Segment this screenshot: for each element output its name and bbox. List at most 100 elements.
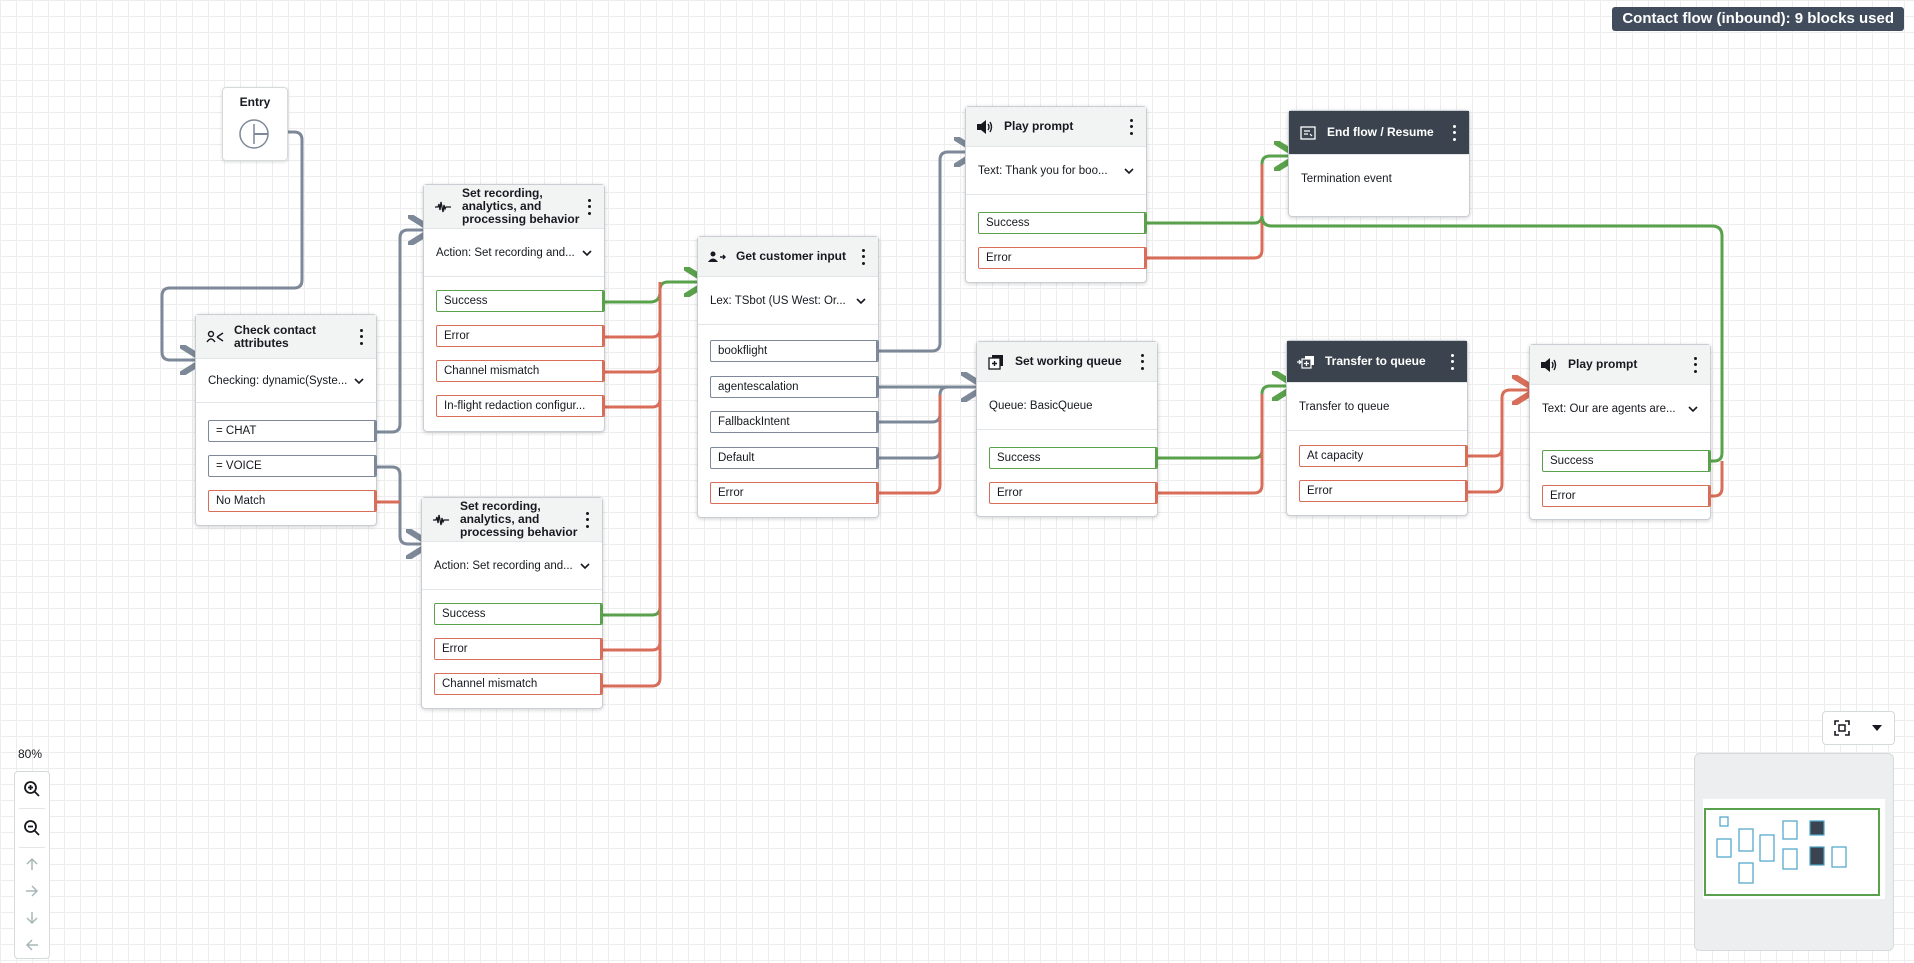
block-title: Check contact attributes	[234, 322, 317, 350]
zoom-in-icon[interactable]	[15, 774, 49, 804]
block-header: Set recording, analytics, and processing…	[424, 185, 604, 229]
branch-at-capacity[interactable]: At capacity	[1299, 445, 1468, 467]
block-check-contact-attributes[interactable]: Check contact attributes Checking: dynam…	[195, 314, 377, 526]
block-subtitle-row[interactable]: Text: Thank you for boo...	[966, 147, 1146, 195]
queue-add-icon	[987, 353, 1005, 371]
people-input-icon	[708, 248, 726, 266]
block-subtitle: Queue: BasicQueue	[989, 399, 1093, 412]
branch-agentescalation[interactable]: agentescalation	[710, 376, 879, 398]
more-options-icon[interactable]	[1688, 355, 1702, 375]
block-set-recording-chat[interactable]: Set recording, analytics, and processing…	[423, 184, 605, 432]
block-header: Play prompt	[966, 107, 1146, 147]
block-subtitle-row: Queue: BasicQueue	[977, 382, 1157, 430]
block-set-recording-voice[interactable]: Set recording, analytics, and processing…	[421, 497, 603, 709]
arrow-right-icon[interactable]	[15, 878, 49, 904]
minimap-preview	[1704, 808, 1880, 896]
branch-bookflight[interactable]: bookflight	[710, 340, 879, 362]
block-header: End flow / Resume	[1289, 111, 1469, 155]
block-subtitle-row[interactable]: Lex: TSbot (US West: Or...	[698, 277, 878, 325]
more-options-icon[interactable]	[1445, 352, 1459, 372]
block-title: Set recording, analytics, and processing…	[462, 186, 580, 226]
block-subtitle: Checking: dynamic(Syste...	[208, 374, 348, 387]
more-options-icon[interactable]	[1447, 123, 1461, 143]
chevron-down-icon	[580, 562, 590, 569]
block-play-prompt-1[interactable]: Play prompt Text: Thank you for boo... S…	[965, 106, 1147, 283]
branch-error[interactable]: Error	[710, 482, 879, 504]
branch-error[interactable]: Error	[1542, 485, 1711, 507]
zoom-level: 80%	[18, 747, 43, 761]
block-subtitle: Action: Set recording and...	[434, 559, 573, 572]
more-options-icon[interactable]	[1135, 352, 1149, 372]
minimap[interactable]	[1694, 753, 1894, 951]
block-header: Set recording, analytics, and processing…	[422, 498, 602, 542]
block-subtitle-row[interactable]: Text: Our are agents are...	[1530, 385, 1710, 433]
block-title: Play prompt	[1568, 357, 1638, 371]
block-subtitle: Lex: TSbot (US West: Or...	[710, 294, 846, 307]
branch-success[interactable]: Success	[1542, 450, 1711, 472]
branch-success[interactable]: Success	[978, 212, 1147, 234]
fit-view-control[interactable]	[1822, 711, 1895, 745]
caret-down-icon[interactable]	[1871, 724, 1883, 732]
block-subtitle-row[interactable]: Action: Set recording and...	[422, 542, 602, 590]
chevron-down-icon	[1688, 405, 1698, 412]
zoom-out-icon[interactable]	[15, 813, 49, 843]
block-title: Get customer input	[736, 249, 847, 263]
branch-no-match[interactable]: No Match	[208, 490, 377, 512]
more-options-icon[interactable]	[1124, 117, 1138, 137]
people-branch-icon	[206, 328, 224, 346]
branch-error[interactable]: Error	[989, 482, 1158, 504]
waveform-icon	[434, 198, 452, 216]
arrow-up-icon[interactable]	[15, 851, 49, 877]
block-subtitle-row: Transfer to queue	[1287, 383, 1467, 431]
speaker-icon	[1540, 356, 1558, 374]
chevron-down-icon	[856, 297, 866, 304]
more-options-icon[interactable]	[580, 510, 594, 530]
block-title: Set recording, analytics, and processing…	[460, 499, 578, 539]
block-header: Transfer to queue	[1287, 341, 1467, 383]
block-subtitle-row[interactable]: Checking: dynamic(Syste...	[196, 359, 376, 403]
block-subtitle-row[interactable]: Action: Set recording and...	[424, 229, 604, 277]
block-end-flow[interactable]: End flow / Resume Termination event	[1288, 110, 1470, 217]
branch-channel-mismatch[interactable]: Channel mismatch	[436, 360, 605, 382]
block-header: Play prompt	[1530, 345, 1710, 385]
branch-fallbackintent[interactable]: FallbackIntent	[710, 411, 879, 433]
entry-terminal-icon	[239, 119, 269, 149]
branch-error[interactable]: Error	[434, 638, 603, 660]
more-options-icon[interactable]	[856, 247, 870, 267]
branch-voice[interactable]: = VOICE	[208, 455, 377, 477]
waveform-icon	[432, 511, 450, 529]
more-options-icon[interactable]	[354, 327, 368, 347]
branch-success[interactable]: Success	[434, 603, 603, 625]
branch-error[interactable]: Error	[436, 325, 605, 347]
chevron-down-icon	[354, 377, 364, 384]
branch-inflight-redaction[interactable]: In-flight redaction configur...	[436, 395, 605, 417]
minimap-viewport[interactable]	[1703, 799, 1885, 899]
branch-error[interactable]: Error	[1299, 480, 1468, 502]
block-set-working-queue[interactable]: Set working queue Queue: BasicQueue Succ…	[976, 341, 1158, 517]
block-subtitle-row: Termination event	[1289, 155, 1469, 203]
branch-default[interactable]: Default	[710, 447, 879, 469]
block-subtitle: Termination event	[1301, 173, 1392, 185]
more-options-icon[interactable]	[582, 197, 596, 217]
block-title: Play prompt	[1004, 119, 1074, 133]
zoom-controls	[14, 771, 50, 959]
fit-to-screen-icon[interactable]	[1833, 720, 1850, 736]
chevron-down-icon	[582, 249, 592, 256]
branch-channel-mismatch[interactable]: Channel mismatch	[434, 673, 603, 695]
block-title: Set working queue	[1015, 354, 1122, 368]
branch-success[interactable]: Success	[989, 447, 1158, 469]
block-subtitle: Text: Our are agents are...	[1542, 402, 1676, 415]
block-subtitle: Text: Thank you for boo...	[978, 164, 1108, 177]
branch-chat[interactable]: = CHAT	[208, 420, 377, 442]
branch-error[interactable]: Error	[978, 247, 1147, 269]
entry-node[interactable]: Entry	[222, 87, 288, 161]
block-play-prompt-2[interactable]: Play prompt Text: Our are agents are... …	[1529, 344, 1711, 520]
block-subtitle: Transfer to queue	[1299, 400, 1390, 413]
block-get-customer-input[interactable]: Get customer input Lex: TSbot (US West: …	[697, 236, 879, 518]
block-header: Check contact attributes	[196, 315, 376, 359]
arrow-left-icon[interactable]	[15, 932, 49, 958]
block-transfer-to-queue[interactable]: Transfer to queue Transfer to queue At c…	[1286, 340, 1468, 516]
arrow-down-icon[interactable]	[15, 905, 49, 931]
branch-success[interactable]: Success	[436, 290, 605, 312]
